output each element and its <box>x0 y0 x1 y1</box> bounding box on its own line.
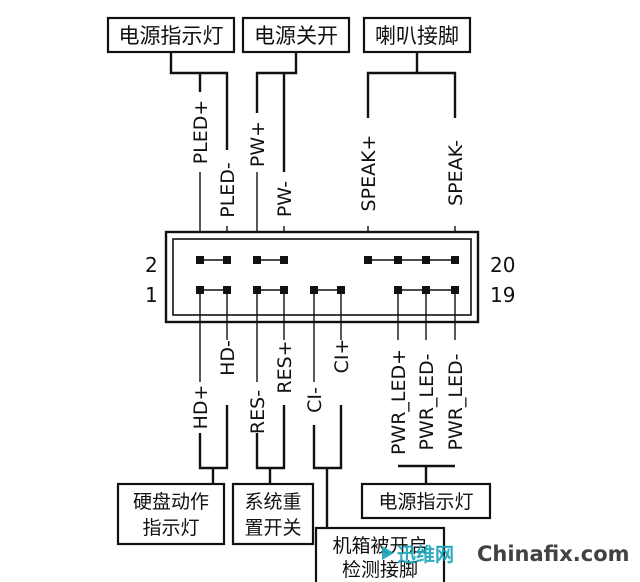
pin-labels-bottom: HD+ HD- RES- RES+ CI- CI+ PWR_LED+ PWR_L… <box>190 339 467 455</box>
pin <box>394 256 402 264</box>
label-chassis-line2: 检测接脚 <box>342 559 418 581</box>
wires-bottom <box>198 405 455 528</box>
label-reset-line1: 系统重 <box>244 491 301 513</box>
pin <box>253 256 261 264</box>
pin-number-2: 2 <box>145 253 158 277</box>
pin-label-pw-minus: PW- <box>274 181 296 217</box>
pin-label-res-plus: RES+ <box>274 340 296 393</box>
label-speaker: 喇叭接脚 <box>362 16 472 54</box>
watermark-en: Chinafix.com <box>477 542 630 566</box>
label-power-switch-text: 电源关开 <box>254 24 338 48</box>
label-hdd-led-line1: 硬盘动作 <box>133 491 209 513</box>
leads-bottom <box>199 290 456 382</box>
pin-labels-top: PLED+ PLED- PW+ PW- SPEAK+ SPEAK- <box>190 100 467 218</box>
watermark-cn: 迅维网 <box>397 543 454 566</box>
pin <box>223 256 231 264</box>
label-chassis-line1: 机箱被开启 <box>332 535 427 557</box>
pin <box>422 256 430 264</box>
pin-label-hd-minus: HD- <box>217 340 239 376</box>
pin-label-pw-plus: PW+ <box>247 121 269 167</box>
pin-label-speak-plus: SPEAK+ <box>358 135 380 212</box>
logo-arrow-icon <box>382 546 394 560</box>
connector-header <box>164 230 480 324</box>
pin-label-pled-minus: PLED- <box>217 162 239 218</box>
label-power-led-top-text: 电源指示灯 <box>119 24 224 48</box>
label-power-led-bottom-text: 电源指示灯 <box>378 491 473 513</box>
label-power-switch: 电源关开 <box>241 16 351 54</box>
wire-ci <box>312 405 343 528</box>
pin <box>280 256 288 264</box>
wire-hd <box>198 405 229 484</box>
pins-top-row <box>196 256 459 264</box>
label-reset-line2: 置开关 <box>244 517 301 539</box>
watermark: 迅维网 Chinafix.com <box>382 542 630 566</box>
label-hdd-led-line2: 指示灯 <box>142 517 199 539</box>
pin-label-ci-minus: CI- <box>304 387 326 413</box>
label-reset: 系统重 置开关 <box>231 482 315 546</box>
pin-label-pwr-led-plus: PWR_LED+ <box>388 349 410 455</box>
wire-res <box>255 405 286 484</box>
pin-number-19: 19 <box>490 283 515 307</box>
pin-number-20: 20 <box>490 253 515 277</box>
pin-number-1: 1 <box>145 283 158 307</box>
label-power-led-bottom: 电源指示灯 <box>360 482 492 520</box>
label-hdd-led: 硬盘动作 指示灯 <box>116 482 226 546</box>
label-power-led-top: 电源指示灯 <box>106 16 236 54</box>
wire-pwr-led <box>398 464 455 484</box>
pin <box>196 256 204 264</box>
pin-label-speak-minus: SPEAK- <box>445 140 467 206</box>
label-speaker-text: 喇叭接脚 <box>375 24 459 48</box>
wire-pled <box>169 52 229 150</box>
pin-label-pwr-led-minus-2: PWR_LED- <box>445 353 467 450</box>
wire-speak <box>366 52 457 118</box>
wires-top <box>169 52 457 172</box>
pin-label-pled-plus: PLED+ <box>190 100 212 165</box>
pin-label-hd-plus: HD+ <box>190 385 212 430</box>
wire-pw <box>255 52 298 172</box>
pin-label-ci-plus: CI+ <box>331 339 353 374</box>
pin-label-pwr-led-minus-1: PWR_LED- <box>416 353 438 450</box>
pin-bridges <box>200 259 455 291</box>
pin <box>364 256 372 264</box>
pin <box>451 256 459 264</box>
pin-label-res-minus: RES- <box>247 390 269 434</box>
label-chassis-intrusion: 机箱被开启 检测接脚 <box>314 526 446 582</box>
